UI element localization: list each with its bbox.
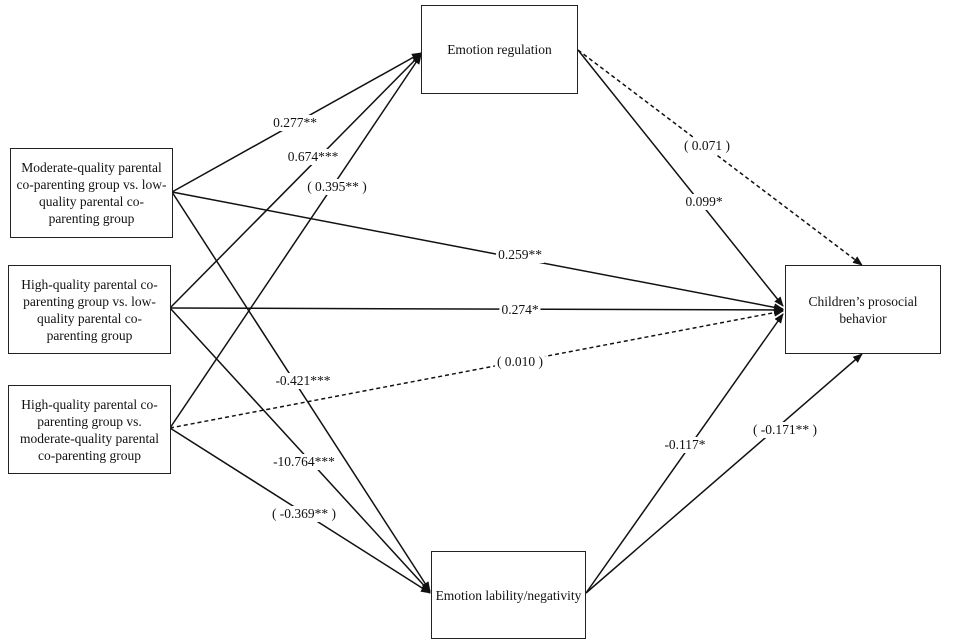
edge-emotion_regulation-to-prosocial-dashed [577,49,863,266]
node-emotion-lability: Emotion lability/negativity [431,551,586,639]
node-moderate-vs-low: Moderate-quality parental co-parenting g… [10,148,173,238]
edge-coefficient-label: ( 0.071 ) [681,138,733,154]
edge-high_vs_low-to-prosocial [169,305,784,314]
edge-coefficient-label: 0.277** [271,115,319,131]
edge-coefficient-label: 0.099* [683,194,725,210]
edge-mod_vs_low-to-emotion_lability [171,191,431,592]
edge-emotion_lability-to-prosocial [585,313,784,594]
node-prosocial-behavior: Children’s prosocial behavior [785,265,941,354]
edge-emotion_lability-to-prosocial [585,353,863,594]
edge-coefficient-label: 0.674*** [285,149,341,165]
edge-coefficient-label: 0.274* [499,302,541,318]
node-high-vs-low: High-quality parental co-parenting group… [8,265,171,354]
edge-coefficient-label: -10.764*** [271,454,337,470]
edge-coefficient-label: 0.259** [496,247,544,263]
edge-high_vs_low-to-emotion_regulation [169,53,422,309]
edge-coefficient-label: ( 0.395** ) [305,179,369,195]
edge-coefficient-label: ( -0.369** ) [269,506,339,522]
edge-coefficient-label: ( -0.171** ) [750,422,820,438]
node-high-vs-moderate: High-quality parental co-parenting group… [8,385,171,474]
edge-coefficient-label: ( 0.010 ) [494,354,546,370]
edge-high_vs_mod-to-emotion_regulation [169,54,422,429]
edge-mod_vs_low-to-prosocial [171,191,784,312]
edge-high_vs_low-to-emotion_lability [169,307,431,593]
edge-coefficient-label: -0.421*** [273,373,333,389]
edge-emotion_regulation-to-prosocial [577,49,784,307]
edge-coefficient-label: -0.117* [662,437,708,453]
edge-high_vs_mod-to-prosocial-dashed [169,308,784,429]
node-emotion-regulation: Emotion regulation [421,5,578,94]
